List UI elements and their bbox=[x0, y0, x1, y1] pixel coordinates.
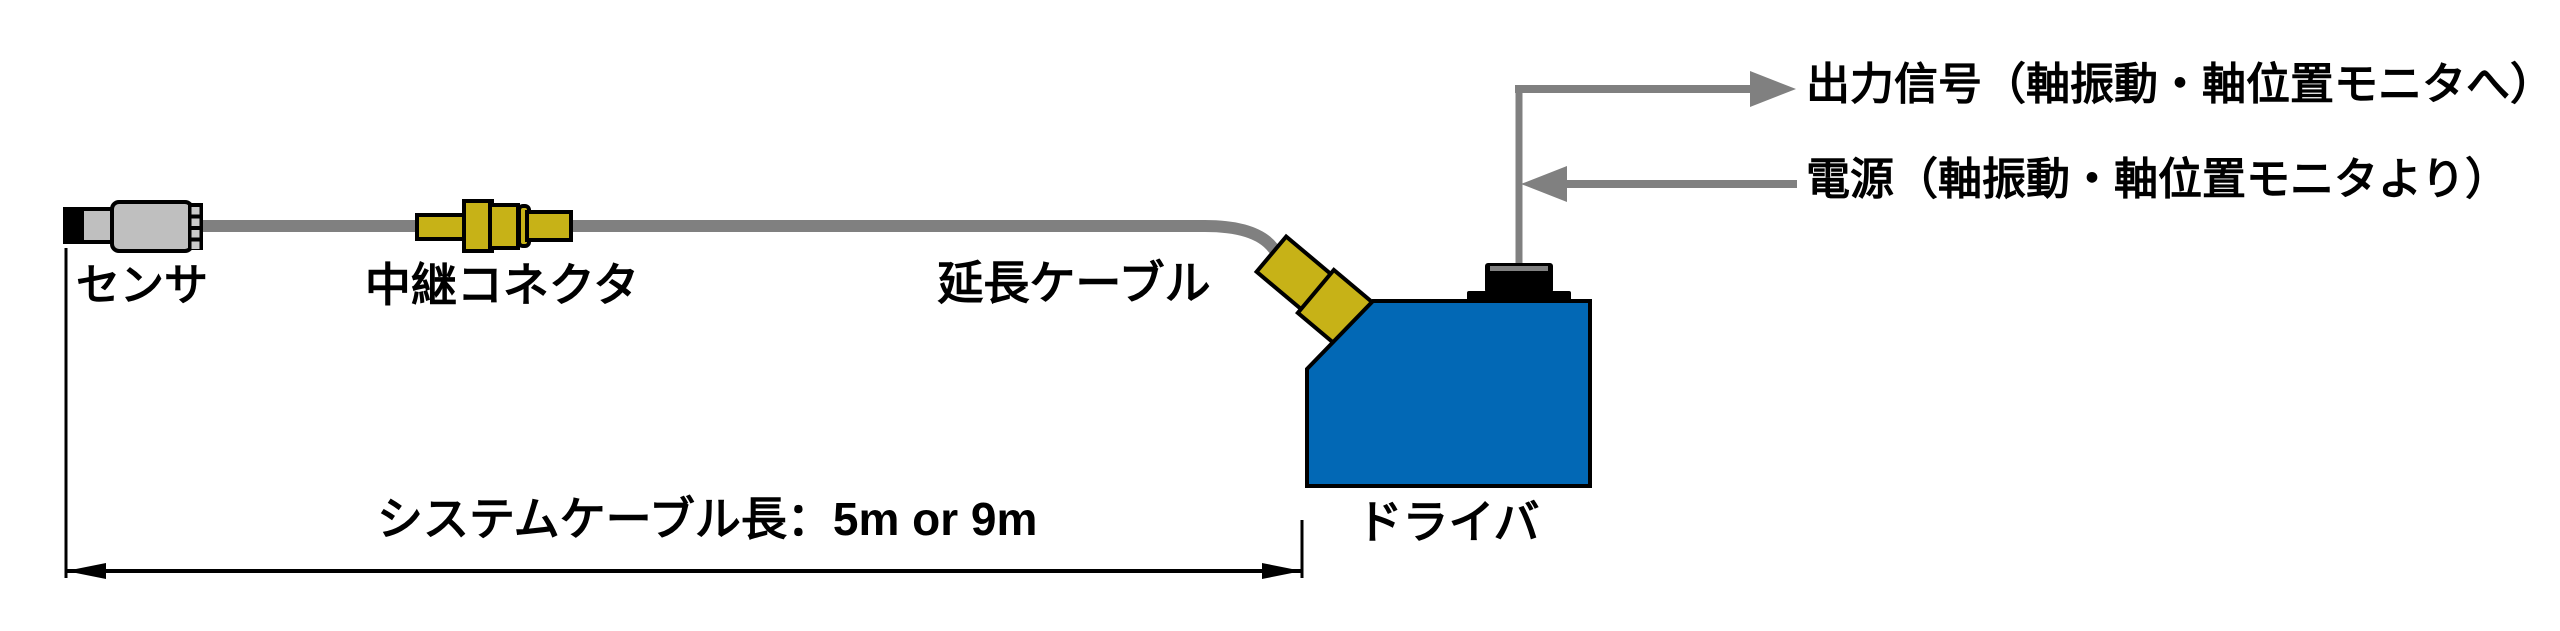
power-arrow-icon bbox=[1521, 166, 1567, 202]
driver-terminal-highlight bbox=[1490, 266, 1548, 271]
extension-cable-label: 延長ケーブル bbox=[937, 257, 1211, 309]
relay-connector-shape bbox=[415, 199, 573, 253]
dimension-arrow-left-icon bbox=[66, 563, 106, 579]
system-cable-length-label: システムケーブル長：5m or 9m bbox=[377, 493, 1038, 545]
sensor-thread bbox=[188, 203, 203, 250]
sensor-neck bbox=[80, 207, 116, 244]
relay-connector-right-stub bbox=[525, 210, 573, 242]
driver-terminal-base bbox=[1467, 291, 1571, 302]
relay-connector-left-stub bbox=[415, 213, 470, 241]
sensor-thread-notch bbox=[191, 241, 200, 249]
sensor-thread-notch bbox=[191, 230, 200, 238]
relay-connector-label: 中継コネクタ bbox=[364, 259, 640, 311]
sensor-thread-notch bbox=[191, 218, 200, 226]
dimension-arrow-right-icon bbox=[1262, 563, 1302, 579]
sensor-body bbox=[110, 200, 194, 253]
system-cable bbox=[202, 220, 1304, 281]
output-signal-arrow-icon bbox=[1750, 71, 1796, 107]
sensor-shape bbox=[63, 200, 203, 253]
driver-label: ドライバ bbox=[1356, 496, 1540, 548]
relay-connector-body-a bbox=[462, 199, 494, 253]
driver-box bbox=[1305, 299, 1592, 488]
sensor-thread-notch bbox=[191, 207, 200, 215]
sensor-label: センサ bbox=[76, 261, 208, 310]
power-label: 電源（軸振動・軸位置モニタより） bbox=[1806, 155, 2510, 204]
relay-connector-body-b bbox=[488, 203, 520, 250]
output-signal-label: 出力信号（軸振動・軸位置モニタへ） bbox=[1806, 60, 2554, 109]
driver-terminal-shape bbox=[1467, 263, 1571, 302]
monitor-wiring bbox=[1515, 71, 1797, 263]
